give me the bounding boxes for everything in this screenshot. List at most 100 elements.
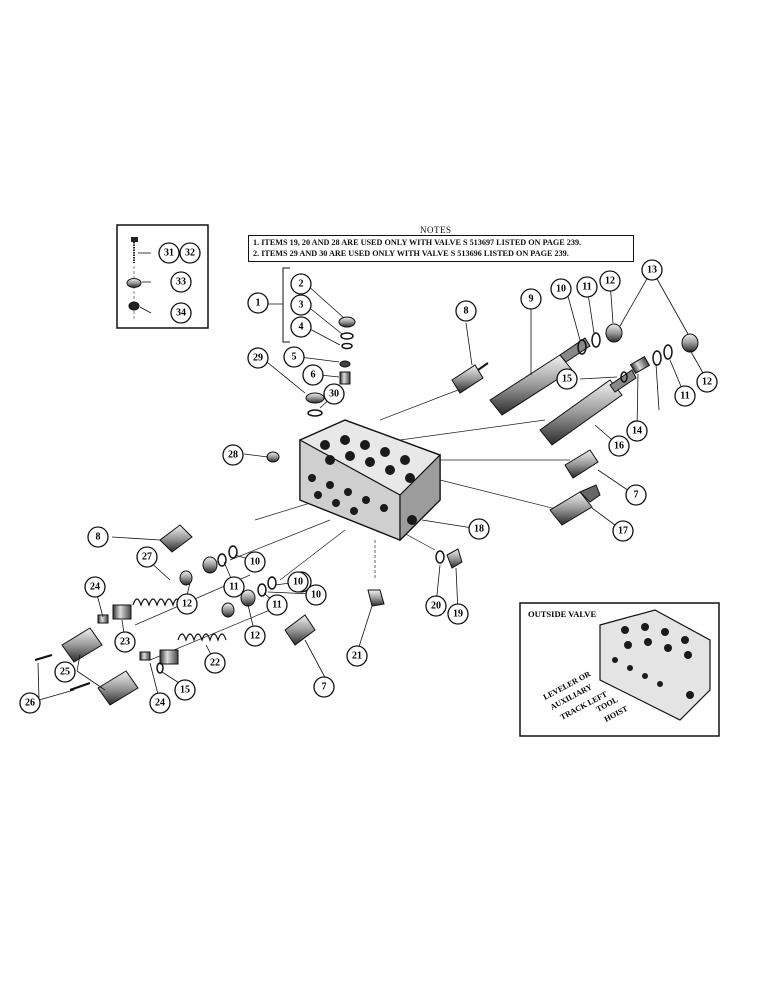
callout-11: 11	[223, 576, 245, 598]
callout-13: 13	[641, 259, 663, 281]
callout-16: 16	[608, 435, 630, 457]
callout-10: 10	[305, 584, 327, 606]
callout-circle	[625, 484, 647, 506]
callout-circle	[599, 270, 621, 292]
callout-circle	[84, 576, 106, 598]
callout-number: 10	[556, 284, 566, 295]
callout-21: 21	[346, 645, 368, 667]
callout-number: 23	[120, 637, 130, 648]
callout-number: 29	[253, 353, 263, 364]
callout-circle	[608, 435, 630, 457]
callouts: 1234567778891010101011111111121212121314…	[19, 242, 718, 714]
callout-12: 12	[599, 270, 621, 292]
callout-2: 2	[290, 273, 312, 295]
callout-circle	[266, 594, 288, 616]
callout-11: 11	[576, 276, 598, 298]
callout-circle	[302, 364, 324, 386]
callout-circle	[244, 625, 266, 647]
callout-circle	[54, 661, 76, 683]
callout-number: 5	[292, 352, 297, 363]
callout-number: 14	[632, 426, 642, 437]
notes-title: NOTES	[420, 225, 452, 235]
callout-27: 27	[136, 546, 158, 568]
callout-circle	[158, 242, 180, 264]
callout-circle	[149, 692, 171, 714]
callout-circle	[136, 546, 158, 568]
callout-number: 2	[299, 279, 304, 290]
callout-number: 12	[182, 599, 192, 610]
callout-12: 12	[696, 371, 718, 393]
callout-number: 12	[702, 377, 712, 388]
spring-22	[177, 633, 227, 642]
callout-number: 1	[256, 298, 261, 309]
callout-9: 9	[520, 288, 542, 310]
callout-number: 27	[142, 552, 152, 563]
callout-number: 7	[634, 490, 639, 501]
callout-8: 8	[87, 526, 109, 548]
callout-number: 16	[614, 441, 624, 452]
callout-number: 15	[562, 374, 572, 385]
plug-28	[266, 451, 280, 463]
spring-caps	[112, 556, 256, 665]
callout-circle	[612, 520, 634, 542]
callout-circle	[204, 652, 226, 674]
notes-box: 1. ITEMS 19, 20 AND 28 ARE USED ONLY WIT…	[248, 235, 634, 262]
nut-icon	[128, 301, 140, 311]
callout-number: 10	[311, 590, 321, 601]
callout-number: 31	[164, 248, 174, 259]
bolt-icon	[131, 237, 138, 263]
fastener-inset	[116, 224, 209, 329]
callout-31: 31	[158, 242, 180, 264]
callout-circle	[283, 346, 305, 368]
callout-number: 10	[250, 557, 260, 568]
callout-circle	[520, 288, 542, 310]
callout-number: 26	[25, 698, 35, 709]
seal-rings-upper	[577, 332, 673, 383]
plug-29-30	[305, 392, 325, 417]
callout-number: 3	[299, 300, 304, 311]
callout-10: 10	[287, 571, 309, 593]
callout-circle	[290, 316, 312, 338]
callout-number: 18	[474, 524, 484, 535]
callout-number: 11	[582, 282, 591, 293]
callout-26: 26	[19, 692, 41, 714]
callout-circle	[550, 278, 572, 300]
cartridge-8-lower	[159, 524, 193, 553]
callout-circle	[313, 676, 335, 698]
callout-number: 19	[453, 609, 463, 620]
callout-5: 5	[283, 346, 305, 368]
callout-circle	[87, 526, 109, 548]
callout-6: 6	[302, 364, 324, 386]
callout-circle	[696, 371, 718, 393]
callout-circle	[222, 444, 244, 466]
cartridge-7-upper	[564, 449, 599, 479]
callout-10: 10	[550, 278, 572, 300]
callout-18: 18	[468, 518, 490, 540]
callout-19: 19	[447, 603, 469, 625]
note-line-2: 2. ITEMS 29 AND 30 ARE USED ONLY WITH VA…	[253, 249, 569, 258]
callout-number: 25	[60, 667, 70, 678]
callout-7: 7	[313, 676, 335, 698]
callout-29: 29	[247, 347, 269, 369]
outside-valve-title: OUTSIDE VALVE	[528, 609, 596, 619]
callout-34: 34	[170, 302, 192, 324]
callout-32: 32	[179, 242, 201, 264]
callout-number: 6	[311, 370, 316, 381]
callout-circle	[447, 603, 469, 625]
callout-11: 11	[266, 594, 288, 616]
callout-number: 8	[96, 532, 101, 543]
callout-number: 24	[155, 698, 165, 709]
callout-15: 15	[174, 679, 196, 701]
callout-circle	[176, 593, 198, 615]
callout-number: 22	[210, 658, 220, 669]
note-line-1: 1. ITEMS 19, 20 AND 28 ARE USED ONLY WIT…	[253, 238, 582, 247]
callout-number: 10	[293, 577, 303, 588]
callout-8: 8	[455, 300, 477, 322]
cartridge-17	[549, 484, 601, 526]
spool-9	[489, 337, 591, 416]
plug-21	[367, 589, 385, 607]
callout-number: 7	[322, 682, 327, 693]
callout-circle	[556, 368, 578, 390]
callout-circle	[223, 576, 245, 598]
